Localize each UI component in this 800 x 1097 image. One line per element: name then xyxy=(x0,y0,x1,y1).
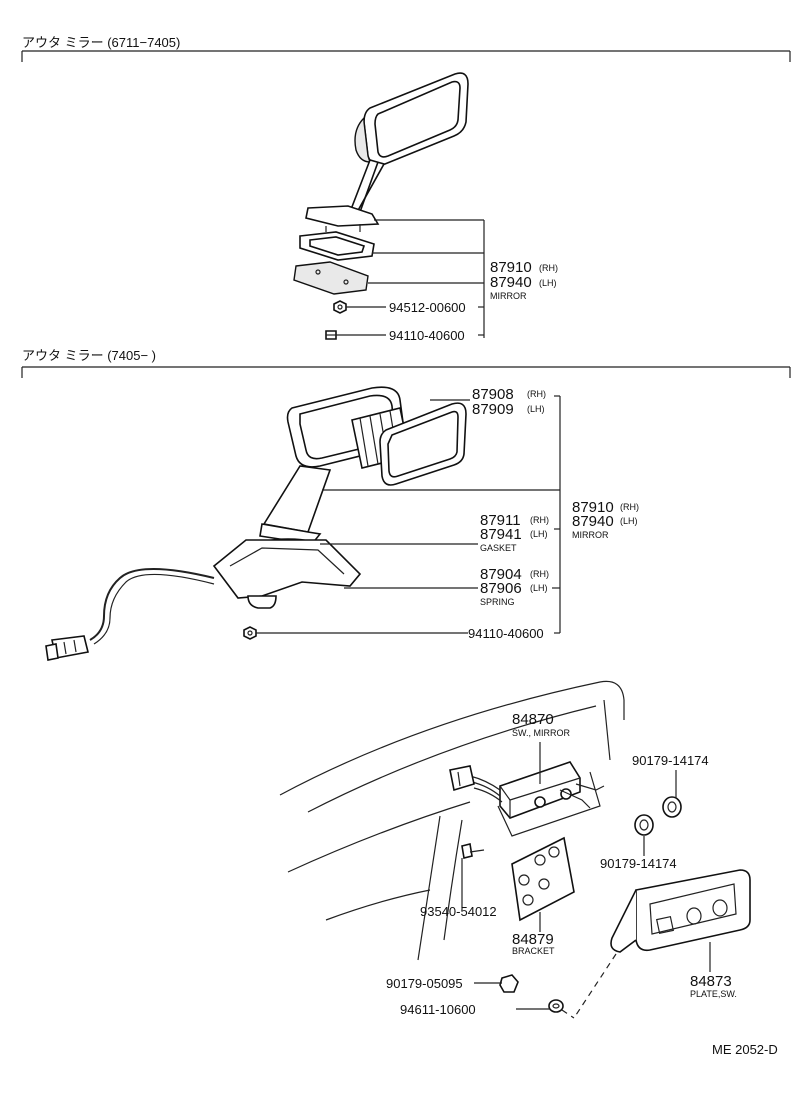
mirror-switch-assembly xyxy=(449,761,605,819)
door-trim-outline xyxy=(279,680,625,961)
part-number-87906: 87906 xyxy=(480,580,522,597)
diagram-code: ME 2052-D xyxy=(712,1042,778,1057)
section-3-leaders xyxy=(461,742,711,1019)
part-name-plate-switch: PLATE,SW. xyxy=(690,989,737,999)
part-number-93540-54012: 93540-54012 xyxy=(420,904,497,919)
part-number-90179-14174-top: 90179-14174 xyxy=(632,753,709,768)
mirror-assembly-new xyxy=(45,386,467,661)
part-name-mirror: MIRROR xyxy=(572,530,609,540)
part-number-84879: 84879 xyxy=(512,931,554,948)
plate-84873 xyxy=(610,869,751,953)
section-2-leaders xyxy=(256,395,561,634)
side-label-rh: (RH) xyxy=(530,569,549,579)
side-label-rh: (RH) xyxy=(539,263,558,273)
section-title-1: アウタ ミラー (6711−7405) xyxy=(22,35,180,50)
bracket-84879 xyxy=(511,836,575,922)
side-label-lh: (LH) xyxy=(539,278,557,288)
part-name-bracket: BRACKET xyxy=(512,946,555,956)
part-number-87911: 87911 xyxy=(480,512,521,529)
part-number-94512-00600: 94512-00600 xyxy=(389,300,466,315)
part-number-94110-40600: 94110-40600 xyxy=(389,328,465,343)
part-number-84870: 84870 xyxy=(512,711,554,728)
side-label-lh: (LH) xyxy=(530,583,548,593)
section-header-1: アウタ ミラー (6711−7405) xyxy=(21,35,791,62)
part-name-switch-mirror: SW., MIRROR xyxy=(512,728,570,738)
side-label-lh: (LH) xyxy=(527,404,545,414)
nut-94611-10600 xyxy=(548,999,564,1013)
part-name-gasket: GASKET xyxy=(480,543,517,553)
part-number-87910: 87910 xyxy=(572,499,614,516)
side-label-rh: (RH) xyxy=(620,502,639,512)
nut-90179-05095 xyxy=(499,974,519,993)
part-number-87940: 87940 xyxy=(572,513,614,530)
part-number-87941: 87941 xyxy=(480,526,522,543)
part-number-87908: 87908 xyxy=(472,386,514,403)
section-title-2: アウタ ミラー (7405− ) xyxy=(22,348,156,363)
part-name-mirror: MIRROR xyxy=(490,291,527,301)
mirror-assembly-old xyxy=(293,72,469,340)
part-number-94611-10600: 94611-10600 xyxy=(400,1002,476,1017)
part-name-spring: SPRING xyxy=(480,597,515,607)
section-1-leaders xyxy=(336,219,485,338)
side-label-rh: (RH) xyxy=(527,389,546,399)
part-number-87909: 87909 xyxy=(472,401,514,418)
section-header-2: アウタ ミラー (7405− ) xyxy=(21,348,791,378)
part-number-87940: 87940 xyxy=(490,274,532,291)
side-label-lh: (LH) xyxy=(530,529,548,539)
part-number-90179-14174-bottom: 90179-14174 xyxy=(600,856,677,871)
part-number-90179-05095: 90179-05095 xyxy=(386,976,463,991)
screw-93540 xyxy=(461,843,485,859)
part-number-87910: 87910 xyxy=(490,259,532,276)
part-number-84873: 84873 xyxy=(690,973,732,990)
knob-parts xyxy=(634,796,682,836)
side-label-rh: (RH) xyxy=(530,515,549,525)
part-number-87904: 87904 xyxy=(480,566,522,583)
side-label-lh: (LH) xyxy=(620,516,638,526)
part-number-94110-40600: 94110-40600 xyxy=(468,626,544,641)
